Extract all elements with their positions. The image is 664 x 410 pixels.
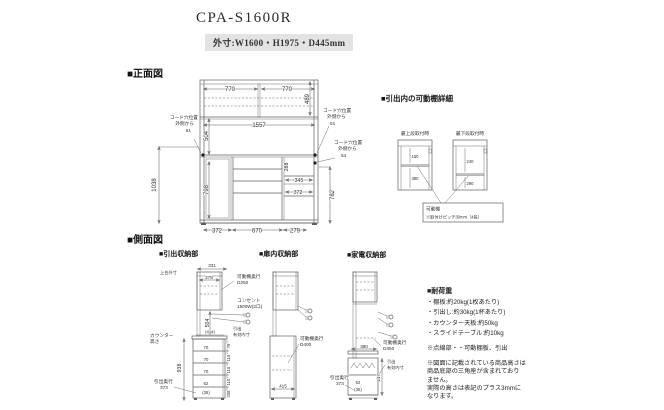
drawer-front-2: 115 <box>226 354 231 361</box>
dim-770-right: 770 <box>282 87 293 93</box>
drawer-inner-2-s3: (35) <box>354 387 362 392</box>
shelf-depth-value-s1: D250 <box>237 280 249 285</box>
dim-150: 150 <box>412 154 420 159</box>
shelf-detail-drawing: 最上段取付時 最下段取付時 150 380 240 290 可動棚 ※取付けピッ… <box>397 129 504 223</box>
dim-345: 345 <box>295 178 304 184</box>
load-capacity-item: ・引出し:約30kg(1杯あたり) <box>427 309 506 317</box>
dim-372-right: 372 <box>294 190 303 196</box>
cord-hole-bottom-line2: 外側から <box>338 145 357 152</box>
shelf-depth-label-s3: 可動棚奥行 <box>383 339 407 346</box>
drawer-effective-label2-s1: 有効内寸 <box>233 331 250 338</box>
drawer-front-4: 110 <box>226 378 231 385</box>
shelf-top-position-label: 最上段取付時 <box>401 130 429 137</box>
cord-hole-bottom-line1: コード穴位置 <box>334 139 362 146</box>
cord-hole-right-line2: 外側から <box>327 113 346 120</box>
side-view-title: ■側面図 <box>127 235 164 246</box>
dotted-line-note: ※点線部・・可動棚板、引出 <box>427 344 508 352</box>
drawer-inner-5: (35) <box>202 390 210 395</box>
dim-290: 290 <box>467 181 475 186</box>
model-number: CPA-S1600R <box>196 10 293 26</box>
drawer-inner-4: 62 <box>204 381 209 386</box>
dim-415: 415 <box>279 384 287 389</box>
outer-dimensions-badge: 外寸:W1600・H1975・D445mm <box>205 34 354 51</box>
dim-798: 798 <box>204 184 210 195</box>
outlet-spec: 1500W(2口) <box>237 304 263 310</box>
drawer-effective-label1-s3: 引出 <box>387 358 395 365</box>
drawer-inner-1: 70 <box>204 345 209 350</box>
height-note: ※図面に記載されている商品高さは 商品底部の三角座が含まれており ません。 実際… <box>427 360 526 400</box>
dim-372-left: 372 <box>212 229 223 235</box>
dim-770-left: 770 <box>225 87 236 93</box>
dim-288: 288 <box>284 163 290 172</box>
shelf-bottom-position-label: 最下段取付時 <box>456 130 484 137</box>
dim-240: 240 <box>467 159 475 164</box>
drawer-effective-label2-s3: 有効内寸 <box>387 364 404 371</box>
counter-height-label2: 高さ <box>150 338 160 345</box>
dim-1038: 1038 <box>152 178 158 192</box>
side1-label: ■引出収納部 <box>159 251 199 258</box>
drawer-front-5: 208 <box>226 390 231 398</box>
movable-shelf-note-line1: 可動棚 <box>426 206 440 213</box>
dim-278: 278 <box>205 275 213 280</box>
drawer-front-1: 79 <box>226 343 231 348</box>
dim-331: 331 <box>208 263 216 268</box>
cord-hole-left-value: 61 <box>186 128 192 133</box>
cord-hole-right-line1: コード穴位置 <box>323 107 351 114</box>
cord-hole-left-line1: コード穴位置 <box>170 114 198 121</box>
shelf-depth-label-s2: 可動棚奥行 <box>300 335 324 342</box>
dim-279: 279 <box>290 229 301 235</box>
dim-504: 504 <box>204 130 210 141</box>
shelf-detail-title: ■引出内の可動棚詳細 <box>381 94 454 103</box>
dim-1557: 1557 <box>252 123 266 129</box>
drawer-effective-label1-s1: 引出 <box>233 325 241 332</box>
outlet-label: コンセント <box>237 298 260 303</box>
cord-hole-bottom-value: 54 <box>341 153 347 158</box>
upper-unit-depth-label: 上台外寸 <box>160 269 177 276</box>
drawer-depth-value-s1: 373 <box>160 385 168 390</box>
drawer-inner-2: 70 <box>204 357 209 362</box>
load-capacity-item: ・棚板:約20kg(1枚あたり) <box>427 299 500 307</box>
load-capacity-item: ・スライドテーブル:約10kg <box>427 329 504 337</box>
shelf-depth-label-s1: 可動棚奥行 <box>237 273 261 280</box>
drawer-depth-value-s3: 373 <box>336 381 344 386</box>
drawer-inner-3: 70 <box>204 369 209 374</box>
side-views-drawing: 上台外寸 331 278 可動棚奥行 D250 コンセント 1500W(2口) … <box>149 262 407 410</box>
notes-block: ■耐荷重 ・棚板:約20kg(1枚あたり) ・引出し:約30kg(1杯あたり) … <box>427 287 543 401</box>
front-view-drawing: 770 770 489 1557 504 1038 798 288 345 37… <box>151 79 363 235</box>
drawer-depth-label-s1: 引出奥行 <box>154 378 173 385</box>
load-capacity-item: ・カウンター天板:約50kg <box>427 319 498 327</box>
dim-380: 380 <box>360 344 368 349</box>
dim-670: 670 <box>252 229 263 235</box>
shelf-depth-value-s3: D350 <box>383 346 395 351</box>
dim-489: 489 <box>305 93 311 104</box>
shelf-depth-value-s2: D400 <box>300 342 312 347</box>
drawer-front-3: 115 <box>226 366 231 373</box>
dim-504-side: 504 <box>205 319 211 328</box>
drawer-depth-label-s3: 引出奥行 <box>330 374 349 381</box>
dim-447: 447 <box>376 374 381 382</box>
dim-938: 938 <box>177 364 183 373</box>
front-view-title: ■正面図 <box>127 69 164 80</box>
drawer-inner-1-s3: 62 <box>356 380 361 385</box>
load-capacity-title: ■耐荷重 <box>427 288 453 295</box>
movable-shelf-note-line2: ※取付けピッチ30mm〔4段〕 <box>426 214 482 221</box>
side3-label: ■家電収納部 <box>347 252 387 259</box>
side2-label: ■扉内収納部 <box>259 251 299 258</box>
counter-height-label1: カウンター <box>150 332 174 339</box>
dim-782: 782 <box>330 189 336 200</box>
cord-hole-left-line2: 外側から <box>175 120 194 127</box>
dim-380: 380 <box>412 176 420 181</box>
cord-hole-right-value: 61 <box>330 121 336 126</box>
dim-414: (414) <box>205 330 215 335</box>
